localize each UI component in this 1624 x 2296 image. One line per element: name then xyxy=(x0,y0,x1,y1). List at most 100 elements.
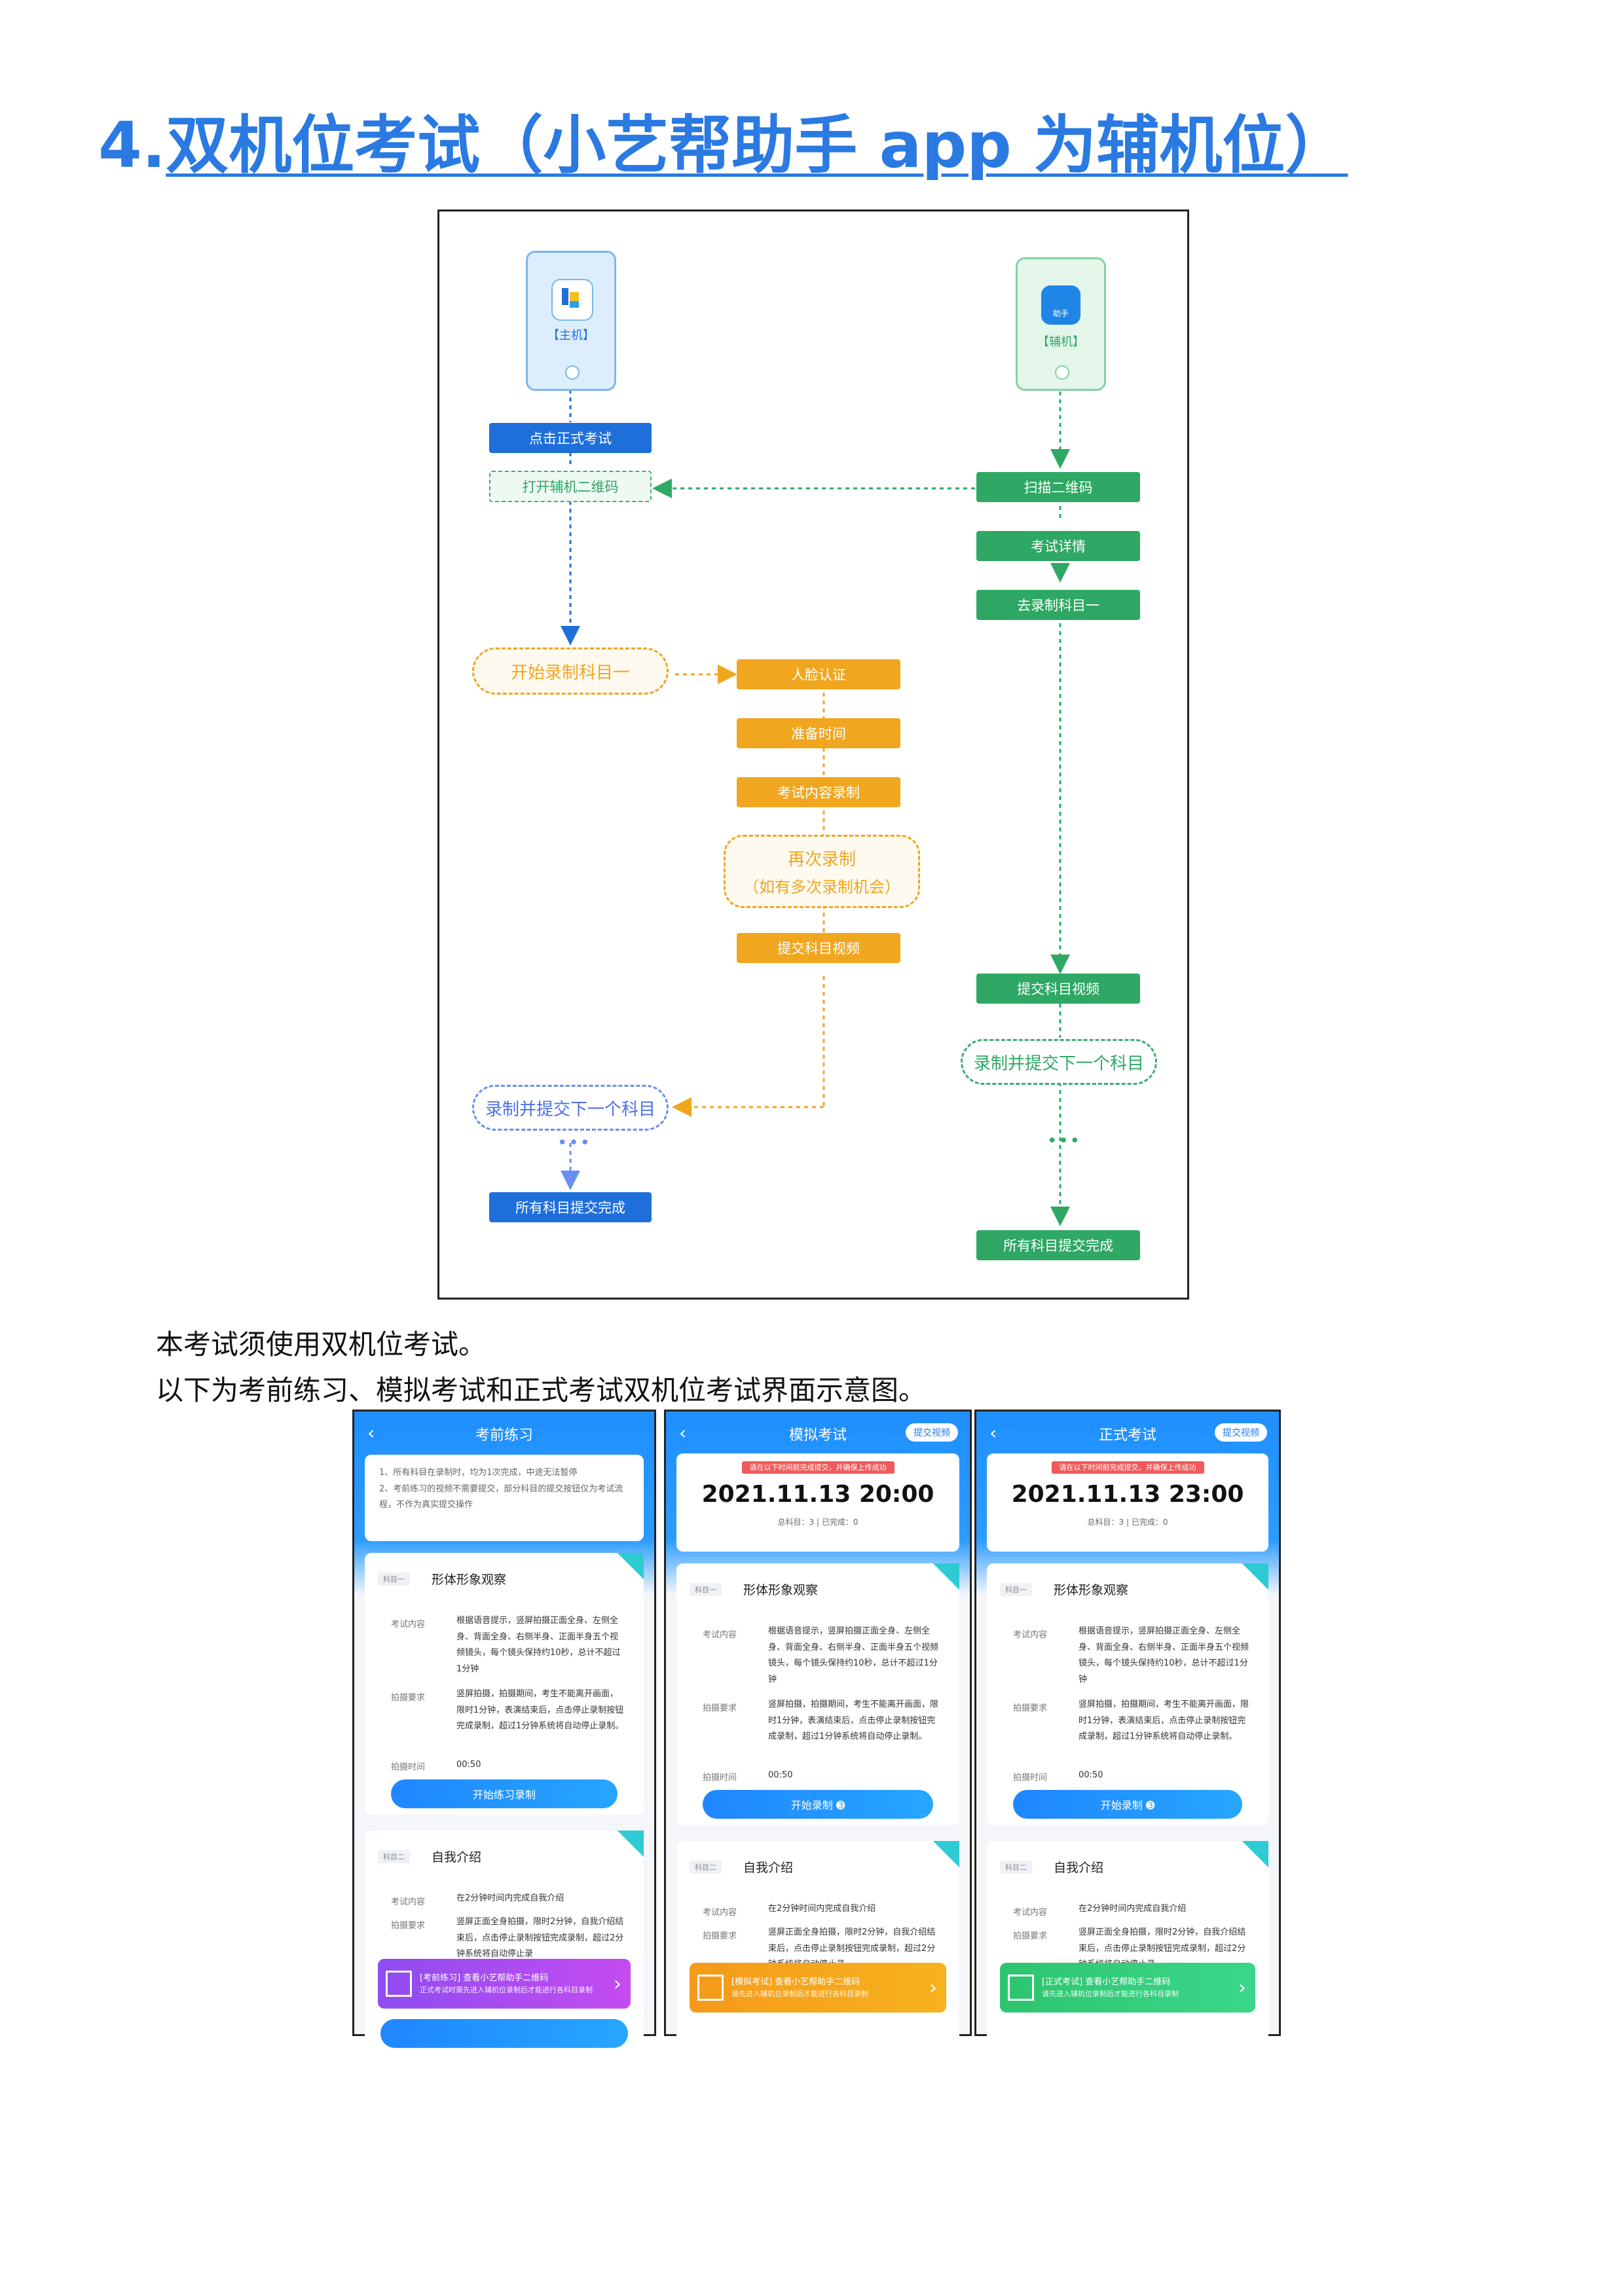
node-scan-qr: 扫描二维码 xyxy=(976,472,1140,502)
requirement-text: 竖屏正面全身拍摄，限时2分钟，自我介绍结束后，点击停止录制按钮完成录制，超过2分… xyxy=(1079,1927,1246,1969)
qr-code-icon xyxy=(697,1975,724,2001)
start-practice-button-2[interactable] xyxy=(380,2019,628,2048)
qr-code-icon xyxy=(386,1971,412,1997)
content-label: 考试内容 xyxy=(1013,1908,1048,1918)
aux-phone: 助手 【辅机】 xyxy=(1016,257,1106,391)
start-recording-button[interactable]: 开始录制 ➌ xyxy=(1013,1790,1242,1819)
time-label: 拍摄时间 xyxy=(1013,1773,1048,1783)
subject-card-2: 科目二 自我介绍 考试内容 在2分钟时间内完成自我介绍 拍摄要求 竖屏正面全身拍… xyxy=(365,1831,644,2047)
node-prepare-time: 准备时间 xyxy=(737,718,900,748)
qr-banner[interactable]: [正式考试] 查看小艺帮助手二维码 请先进入辅机位录制后才能进行各科目录制 › xyxy=(1000,1963,1255,2013)
title-number: 4. xyxy=(98,109,166,182)
qr-banner[interactable]: [模拟考试] 查看小艺帮助手二维码 请先进入辅机位录制后才能进行各科目录制 › xyxy=(690,1963,946,2013)
back-icon[interactable]: ‹ xyxy=(367,1422,375,1444)
time-value: 00:50 xyxy=(1079,1770,1103,1780)
node-record-content: 考试内容录制 xyxy=(737,777,900,807)
subject-name: 形体形象观察 xyxy=(1054,1583,1129,1597)
requirement-label: 拍摄要求 xyxy=(1013,1704,1048,1713)
node-all-done-right: 所有科目提交完成 xyxy=(976,1230,1140,1260)
node-goto-subject-one: 去录制科目一 xyxy=(976,590,1140,620)
aux-phone-label: 【辅机】 xyxy=(1037,335,1084,349)
node-start-subject-one: 开始录制科目一 xyxy=(472,647,669,695)
content-label: 考试内容 xyxy=(1013,1630,1048,1640)
qr-banner-title: [正式考试] 查看小艺帮助手二维码 xyxy=(1042,1977,1171,1987)
corner-ribbon xyxy=(1242,1563,1268,1590)
subject-name: 自我介绍 xyxy=(743,1861,794,1875)
right-continuation-dots: ••• xyxy=(1047,1131,1082,1151)
content-text: 在2分钟时间内完成自我介绍 xyxy=(768,1904,876,1914)
submit-video-button[interactable]: 提交视频 xyxy=(1215,1423,1267,1442)
assistant-app-icon: 助手 xyxy=(1041,285,1080,325)
qr-banner[interactable]: [考前练习] 查看小艺帮助手二维码 正式考试时需先进入辅机位录制后才能进行各科目… xyxy=(378,1959,631,2009)
title-text: 双机位考试（小艺帮助手 app 为辅机位） xyxy=(166,109,1348,182)
notice-card: 1、所有科目在录制时，均为1次完成，中途无法暂停 2、考前练习的视频不需要提交，… xyxy=(365,1455,644,1541)
qr-banner-subtitle: 请先进入辅机位录制后才能进行各科目录制 xyxy=(731,1989,868,1998)
subject-card-2: 科目二 自我介绍 考试内容 在2分钟时间内完成自我介绍 拍摄要求 竖屏正面全身拍… xyxy=(676,1841,959,2050)
requirement-text: 竖屏正面全身拍摄，限时2分钟，自我介绍结束后，点击停止录制按钮完成录制，超过2分… xyxy=(456,1917,624,1959)
subject-card-2: 科目二 自我介绍 考试内容 在2分钟时间内完成自我介绍 拍摄要求 竖屏正面全身拍… xyxy=(987,1841,1268,2050)
screen-title: 正式考试 xyxy=(1098,1427,1156,1444)
requirement-label: 拍摄要求 xyxy=(703,1704,737,1713)
chevron-right-icon: › xyxy=(614,1972,621,1995)
start-recording-button[interactable]: 开始录制 ➌ xyxy=(703,1790,933,1819)
requirement-label: 拍摄要求 xyxy=(391,1921,426,1931)
screen-formal: ‹ 正式考试 提交视频 请在以下时间前完成提交，并确保上传成功 2021.11.… xyxy=(974,1410,1281,2050)
back-icon[interactable]: ‹ xyxy=(679,1422,687,1444)
content-label: 考试内容 xyxy=(391,1620,426,1630)
notice-text: 1、所有科目在录制时，均为1次完成，中途无法暂停 2、考前练习的视频不需要提交，… xyxy=(379,1468,623,1510)
corner-ribbon xyxy=(1242,1841,1268,1867)
node-start-exam: 点击正式考试 xyxy=(489,423,652,453)
qr-banner-title: [考前练习] 查看小艺帮助手二维码 xyxy=(420,1973,549,1983)
node-next-subject-left: 录制并提交下一个科目 xyxy=(472,1085,669,1131)
corner-ribbon xyxy=(933,1563,959,1590)
node-face-auth: 人脸认证 xyxy=(737,659,900,689)
node-exam-details: 考试详情 xyxy=(976,531,1140,561)
time-value: 00:50 xyxy=(768,1770,793,1780)
subject-count: 总科目：3 | 已完成：0 xyxy=(777,1518,858,1527)
subject-tag: 科目一 xyxy=(1000,1583,1032,1596)
back-icon[interactable]: ‹ xyxy=(989,1422,997,1444)
page-title: 4.双机位考试（小艺帮助手 app 为辅机位） xyxy=(98,111,1348,181)
content-label: 考试内容 xyxy=(391,1897,426,1907)
content-text: 在2分钟时间内完成自我介绍 xyxy=(1079,1904,1187,1914)
xiaoyibang-app-icon xyxy=(551,279,593,321)
node-next-subject-right: 录制并提交下一个科目 xyxy=(961,1039,1157,1085)
deadline-time: 2021.11.13 23:00 xyxy=(1011,1481,1244,1508)
requirement-text: 竖屏拍摄，拍摄期间，考生不能离开画面，限时1分钟，表演结束后，点击停止录制按钮完… xyxy=(1079,1700,1249,1742)
corner-ribbon xyxy=(618,1553,644,1579)
subject-tag: 科目二 xyxy=(378,1850,410,1863)
time-label: 拍摄时间 xyxy=(391,1762,426,1772)
caption-line-2: 以下为考前练习、模拟考试和正式考试双机位考试界面示意图。 xyxy=(156,1374,927,1406)
submit-video-button[interactable]: 提交视频 xyxy=(906,1423,958,1442)
qr-banner-title: [模拟考试] 查看小艺帮助手二维码 xyxy=(731,1977,860,1987)
deadline-time: 2021.11.13 20:00 xyxy=(701,1481,934,1508)
content-label: 考试内容 xyxy=(703,1630,737,1640)
requirement-label: 拍摄要求 xyxy=(1013,1931,1048,1941)
subject-card-1: 科目一 形体形象观察 考试内容 根据语音提示，竖屏拍摄正面全身、左侧全身、背面全… xyxy=(365,1553,644,1815)
subject-name: 自我介绍 xyxy=(1054,1861,1104,1875)
phone-home-button xyxy=(1055,365,1069,380)
corner-ribbon xyxy=(618,1831,644,1857)
subject-tag: 科目二 xyxy=(690,1861,722,1874)
screen-mock: ‹ 模拟考试 提交视频 请在以下时间前完成提交，并确保上传成功 2021.11.… xyxy=(664,1410,972,2050)
node-record-again: 再次录制 （如有多次录制机会） xyxy=(724,835,920,908)
node-submit-video-middle: 提交科目视频 xyxy=(737,933,900,963)
requirement-text: 竖屏拍摄，拍摄期间，考生不能离开画面，限时1分钟，表演结束后，点击停止录制按钮完… xyxy=(768,1700,939,1742)
deadline-banner: 请在以下时间前完成提交，并确保上传成功 xyxy=(741,1461,895,1474)
start-practice-button[interactable]: 开始练习录制 xyxy=(391,1779,618,1808)
subject-name: 形体形象观察 xyxy=(432,1573,507,1587)
chevron-right-icon: › xyxy=(1238,1976,1246,1999)
node-all-done-left: 所有科目提交完成 xyxy=(489,1192,652,1222)
deadline-card: 请在以下时间前完成提交，并确保上传成功 2021.11.13 23:00 总科目… xyxy=(987,1453,1268,1552)
qr-code-icon xyxy=(1008,1975,1034,2001)
time-label: 拍摄时间 xyxy=(703,1773,737,1783)
screen-practice: ‹ 考前练习 1、所有科目在录制时，均为1次完成，中途无法暂停 2、考前练习的视… xyxy=(352,1410,656,2048)
requirement-label: 拍摄要求 xyxy=(391,1693,426,1703)
screen-title: 模拟考试 xyxy=(788,1427,847,1444)
subject-count: 总科目：3 | 已完成：0 xyxy=(1087,1518,1168,1527)
content-text: 根据语音提示，竖屏拍摄正面全身、左侧全身、背面全身、右侧半身、正面半身五个视频镜… xyxy=(768,1626,939,1685)
subject-tag: 科目一 xyxy=(378,1573,410,1586)
subject-name: 自我介绍 xyxy=(432,1850,482,1865)
dual-camera-flowchart: 【主机】 助手 【辅机】 点击正式考试 打开辅机二维码 开始录制科目一 录制并提… xyxy=(437,210,1189,1300)
node-submit-video-right: 提交科目视频 xyxy=(976,974,1140,1004)
